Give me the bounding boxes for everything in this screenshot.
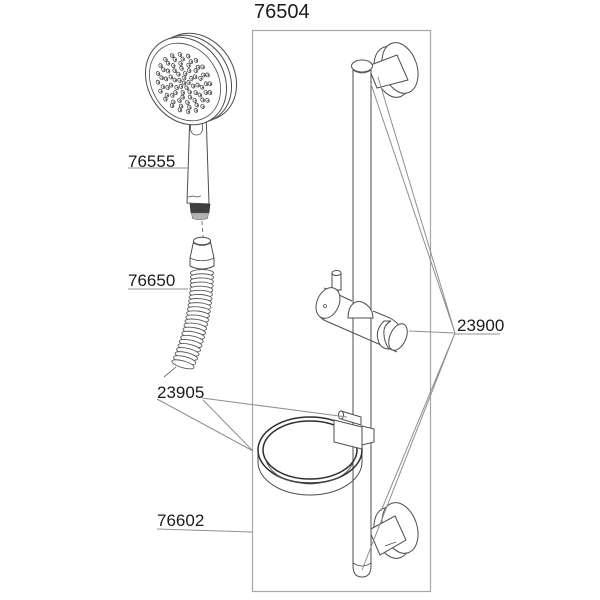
- leader-lines: [128, 76, 500, 571]
- hand-shower-drawing: [144, 32, 238, 221]
- wall-bracket-bottom-drawing: [368, 502, 419, 559]
- part-label-set: 76504: [254, 1, 310, 23]
- part-label-hose: 76650: [128, 271, 176, 290]
- soap-dish-drawing: [257, 410, 375, 496]
- part-label-wall-bracket: 23900: [457, 316, 505, 335]
- shower-nozzles: [155, 52, 213, 114]
- rail-set-box: [251, 29, 432, 593]
- part-label-slide-rail: 76602: [157, 511, 205, 530]
- part-label-soap-dish: 23905: [157, 383, 205, 402]
- holder-slider-drawing: [315, 270, 408, 353]
- hose-coils: [171, 269, 214, 370]
- shower-hose-drawing: [163, 220, 215, 378]
- wall-bracket-top-drawing: [367, 42, 419, 98]
- part-label-hand-shower: 76555: [128, 152, 176, 171]
